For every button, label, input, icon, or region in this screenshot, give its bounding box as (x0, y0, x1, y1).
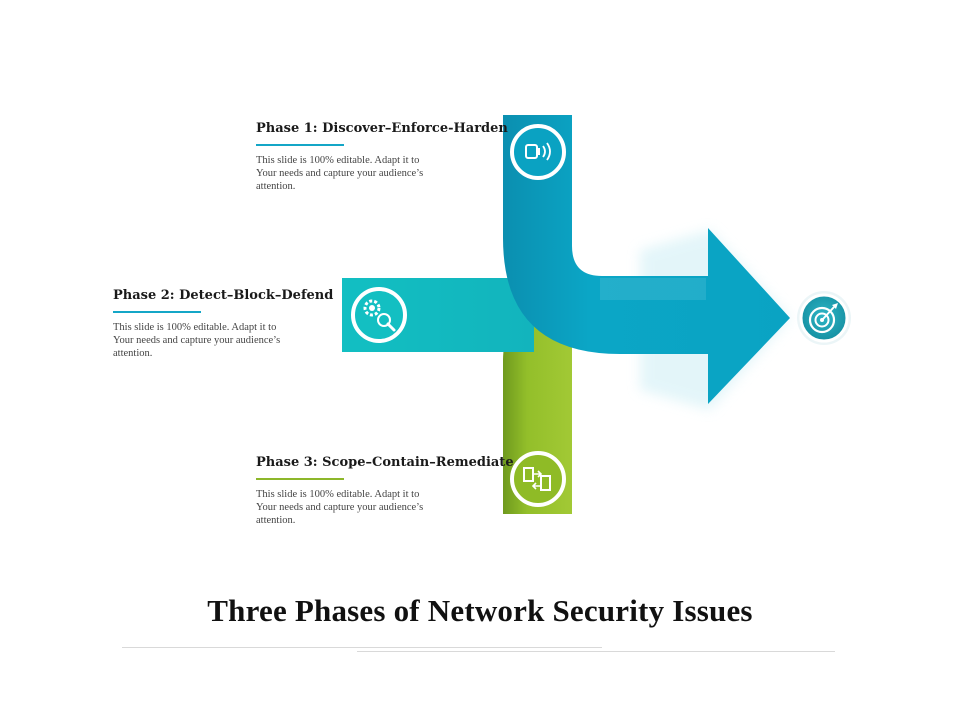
gear-search-icon (351, 287, 407, 343)
phase-2-description: This slide is 100% editable. Adapt it to… (113, 322, 281, 359)
phase-1-description: This slide is 100% editable. Adapt it to… (256, 155, 424, 192)
phase-3-underline (256, 478, 344, 480)
arrow-highlight (600, 278, 706, 300)
phase-2-title: Phase 2: Detect–Block–Defend (113, 288, 334, 303)
phase-1-title: Phase 1: Discover–Enforce-Harden (256, 121, 508, 136)
phase-2-block: Phase 2: Detect–Block–Defend This slide … (113, 288, 353, 360)
title-divider-left (122, 647, 602, 648)
title-divider-right (357, 651, 835, 652)
target-icon (797, 291, 851, 345)
network-signal-icon (510, 124, 566, 180)
slide-title: Three Phases of Network Security Issues (207, 593, 753, 628)
phase-1-arm (503, 115, 790, 404)
phase-1-block: Phase 1: Discover–Enforce-Harden This sl… (256, 121, 508, 193)
phase-3-block: Phase 3: Scope–Contain–Remediate This sl… (256, 455, 514, 527)
phase-2-underline (113, 311, 201, 313)
phase-3-description: This slide is 100% editable. Adapt it to… (256, 489, 424, 526)
phase-1-underline (256, 144, 344, 146)
file-transfer-icon (510, 451, 566, 507)
phase-3-title: Phase 3: Scope–Contain–Remediate (256, 455, 514, 470)
